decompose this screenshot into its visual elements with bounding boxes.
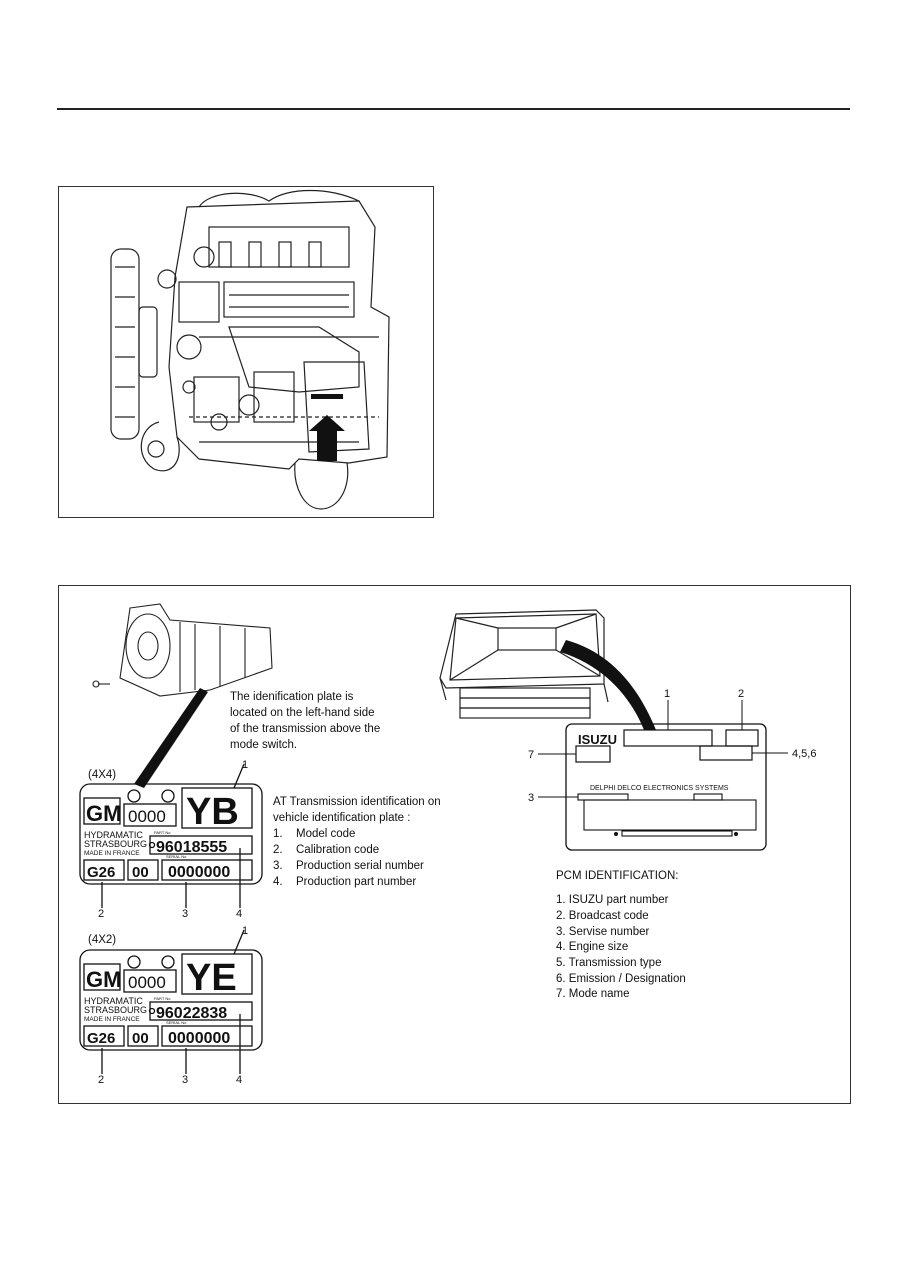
engine-figure-frame: [58, 186, 434, 518]
pcm-item-4: 4. Engine size: [556, 941, 629, 953]
callout-1: 1: [242, 925, 248, 937]
arrow-icon: [309, 415, 345, 461]
model-code-large: YB: [186, 791, 239, 833]
plate-variant-4x4: (4X4): [88, 769, 117, 781]
pcm-drawing: ISUZU DELPHI DELCO ELECTRONICS SYSTEMS 1…: [439, 609, 816, 851]
pcm-item-7: 7. Mode name: [556, 988, 630, 1000]
plate-calib: 00: [132, 1030, 149, 1047]
plate-calib: 00: [132, 864, 149, 881]
maker-line2: STRASBOURG: [84, 839, 147, 849]
pcm-brand: ISUZU: [578, 732, 617, 747]
id-plate-4x4: GM 0000 YB HYDRAMATIC STRASBOURG MADE IN…: [79, 759, 263, 918]
header-rule: [57, 108, 850, 110]
serial-label: SERIAL No: [166, 1020, 187, 1025]
pcm-callout-456: 4,5,6: [792, 748, 816, 760]
legend-title-line1: AT Transmission identification on: [273, 796, 441, 808]
gm-logo: GM: [86, 967, 121, 992]
part-number: 96018555: [156, 839, 227, 856]
maker-line2: STRASBOURG: [84, 1005, 147, 1015]
pcm-item-2: 2. Broadcast code: [556, 910, 649, 922]
pcm-callout-2: 2: [738, 688, 744, 700]
plate-serial: 0000000: [168, 864, 230, 881]
part-label: PART No: [154, 830, 171, 835]
callout-4: 4: [236, 1074, 242, 1084]
pcm-item-5: 5. Transmission type: [556, 957, 662, 969]
part-label: PART No: [154, 996, 171, 1001]
plate-serial: 0000000: [168, 1030, 230, 1047]
maker-line3: MADE IN FRANCE: [84, 850, 140, 857]
callout-2: 2: [98, 1074, 104, 1084]
plate-variant-4x2: (4X2): [88, 934, 117, 946]
pcm-callout-7: 7: [528, 749, 534, 761]
maker-line3: MADE IN FRANCE: [84, 1016, 140, 1023]
model-code-large: YE: [186, 957, 237, 999]
pcm-item-3: 3. Servise number: [556, 926, 650, 938]
mark-bar: [311, 394, 343, 399]
pcm-callout-1: 1: [664, 688, 670, 700]
legend-text-1: Model code: [296, 828, 356, 840]
part-number: 96022838: [156, 1005, 227, 1022]
location-note-line2: located on the left-hand side: [230, 707, 375, 719]
pcm-item-6: 6. Emission / Designation: [556, 973, 686, 985]
legend-title-line2: vehicle identification plate :: [273, 812, 411, 824]
legend-num-4: 4.: [273, 876, 283, 888]
location-note-line4: mode switch.: [230, 739, 298, 751]
legend-num-1: 1.: [273, 828, 283, 840]
location-note-line1: The idenification plate is: [230, 691, 354, 703]
identification-figure-frame: [58, 585, 851, 1104]
legend-num-2: 2.: [273, 844, 283, 856]
callout-1: 1: [242, 759, 248, 771]
legend-text-2: Calibration code: [296, 844, 380, 856]
callout-3: 3: [182, 1074, 188, 1084]
legend-text-4: Production part number: [296, 876, 417, 888]
gm-logo: GM: [86, 801, 121, 826]
plate-model: G26: [87, 864, 115, 881]
pcm-maker-line: DELPHI DELCO ELECTRONICS SYSTEMS: [590, 785, 729, 792]
id-plate-4x2: GM 0000 YE HYDRAMATIC STRASBOURG MADE IN…: [79, 925, 263, 1084]
plate-model: G26: [87, 1030, 115, 1047]
transmission-drawing: [92, 603, 273, 788]
legend-num-3: 3.: [273, 860, 283, 872]
pcm-callout-3: 3: [528, 792, 534, 804]
location-note-line3: of the transmission above the: [230, 723, 381, 735]
pcm-item-1: 1. ISUZU part number: [556, 894, 669, 906]
plate-box-value: 0000: [128, 807, 166, 826]
maker-line1: HYDRAMATIC: [84, 996, 143, 1006]
callout-3: 3: [182, 908, 188, 918]
maker-line1: HYDRAMATIC: [84, 830, 143, 840]
plate-box-value: 0000: [128, 973, 166, 992]
callout-2: 2: [98, 908, 104, 918]
engine-drawing: [110, 189, 390, 510]
serial-label: SERIAL No: [166, 854, 187, 859]
callout-4: 4: [236, 908, 242, 918]
pcm-title: PCM IDENTIFICATION:: [556, 870, 679, 882]
legend-text-3: Production serial number: [296, 860, 424, 872]
